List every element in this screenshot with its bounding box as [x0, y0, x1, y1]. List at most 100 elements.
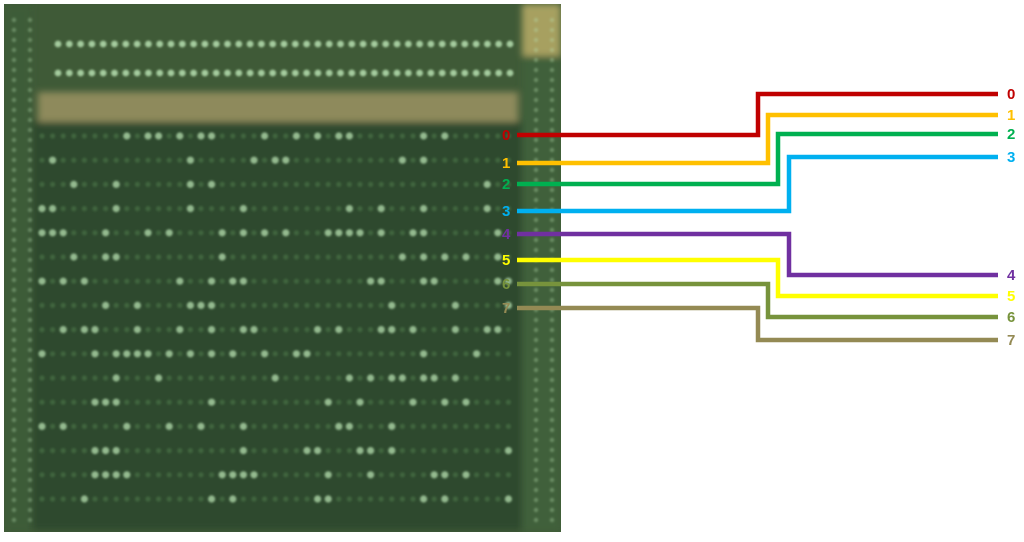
die-dot: [314, 495, 322, 503]
die-dot: [177, 351, 183, 357]
die-dot: [11, 427, 17, 433]
die-dot: [533, 237, 539, 243]
die-dot: [124, 181, 130, 187]
die-dot: [219, 133, 225, 139]
die-dot: [133, 69, 141, 77]
die-dot: [81, 448, 87, 454]
die-dot: [219, 423, 225, 429]
bit-4-wire: [517, 231, 998, 278]
die-dot: [315, 472, 321, 478]
die-dot: [144, 350, 152, 358]
die-dot: [293, 302, 299, 308]
die-dot: [304, 496, 310, 502]
die-dot: [262, 448, 268, 454]
die-dot: [11, 157, 17, 163]
die-dot: [39, 327, 45, 333]
die-dot: [219, 375, 225, 381]
die-dot: [533, 267, 539, 273]
die-dot: [27, 127, 33, 133]
die-dot: [357, 133, 363, 139]
die-dot: [451, 301, 459, 309]
die-dot: [549, 467, 555, 473]
die-dot: [504, 447, 512, 455]
die-dot: [442, 157, 448, 163]
die-dot: [474, 302, 480, 308]
die-dot: [533, 377, 539, 383]
die-dot: [533, 67, 539, 73]
die-dot: [103, 278, 109, 284]
die-dot: [346, 351, 352, 357]
rom-die-micrograph: [4, 4, 561, 532]
die-dot: [410, 448, 416, 454]
die-dot: [59, 229, 67, 237]
die-dot: [80, 495, 88, 503]
die-dot: [549, 127, 555, 133]
die-dot: [283, 278, 289, 284]
bit-1-wire: [517, 112, 998, 166]
die-dot: [27, 17, 33, 23]
die-dot: [54, 40, 62, 48]
die-dot: [11, 297, 17, 303]
die-dot: [208, 350, 216, 358]
die-dot: [197, 301, 205, 309]
die-dot: [389, 399, 395, 405]
die-dot: [283, 327, 289, 333]
die-dot: [166, 254, 172, 260]
die-dot: [240, 181, 246, 187]
die-dot: [27, 137, 33, 143]
die-dot: [71, 351, 77, 357]
die-dot: [494, 229, 502, 237]
die-dot: [303, 350, 311, 358]
die-dot: [293, 448, 299, 454]
die-dot: [393, 69, 401, 77]
die-dot: [410, 496, 416, 502]
die-dot: [201, 69, 209, 77]
die-dot: [325, 278, 331, 284]
die-dot: [495, 448, 501, 454]
die-dot: [304, 399, 310, 405]
die-dot: [239, 422, 247, 430]
die-dot: [303, 40, 310, 48]
die-dot: [102, 229, 110, 237]
die-dot: [156, 69, 164, 77]
die-dot: [463, 157, 469, 163]
die-dot: [50, 278, 56, 284]
die-dot: [124, 327, 130, 333]
die-dot: [484, 133, 490, 139]
die-dot: [258, 69, 265, 77]
die-dot: [293, 157, 299, 163]
die-dot: [452, 157, 458, 163]
die-dot: [304, 133, 310, 139]
die-dot: [378, 157, 384, 163]
die-dot: [27, 227, 33, 233]
die-dot: [80, 326, 88, 334]
die-dot: [336, 181, 342, 187]
die-dot: [463, 230, 469, 236]
die-dot: [505, 423, 511, 429]
die-dot: [123, 471, 131, 479]
die-dot: [27, 67, 33, 73]
die-dot: [165, 229, 173, 237]
die-dot: [27, 177, 33, 183]
die-dot: [201, 40, 209, 48]
die-dot: [272, 423, 278, 429]
die-dot: [92, 133, 98, 139]
die-dot: [382, 69, 390, 77]
die-dot: [472, 69, 480, 77]
die-dot: [452, 230, 458, 236]
die-dot: [92, 157, 98, 163]
die-dot: [533, 107, 539, 113]
die-dot: [303, 69, 310, 77]
die-dot: [549, 377, 555, 383]
die-dot: [250, 471, 258, 479]
die-dot: [39, 181, 45, 187]
die-dot: [60, 254, 66, 260]
die-dot: [59, 277, 67, 285]
die-dot: [176, 132, 184, 140]
die-dot: [124, 254, 130, 260]
die-dot: [416, 40, 423, 48]
die-dot: [549, 287, 555, 293]
die-dot: [156, 423, 162, 429]
die-dot: [262, 254, 268, 260]
die-dot: [325, 375, 331, 381]
